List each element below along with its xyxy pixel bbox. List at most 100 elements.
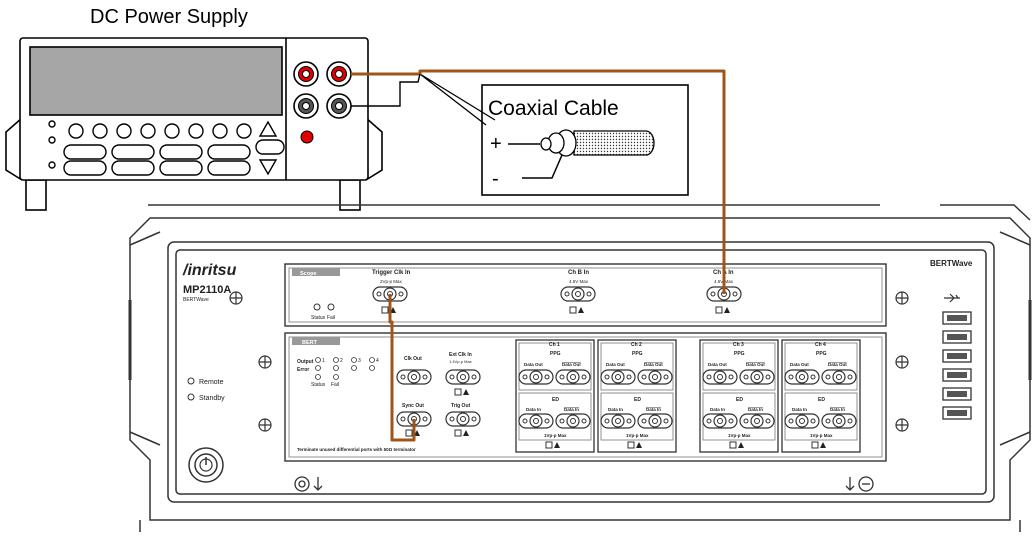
scope-fail-label: Fail — [327, 315, 335, 321]
channel-num-3: 3 — [358, 358, 361, 364]
warning-box-icon — [812, 442, 818, 448]
data-in-bar-connector-icon — [556, 414, 590, 428]
rear-slot-inner — [947, 315, 967, 321]
model-name: MP2110A — [183, 284, 231, 296]
data-in-label: Data In — [710, 407, 725, 412]
trig-out-label: Trig Out — [451, 403, 471, 409]
rear-slot-inner — [947, 353, 967, 359]
ext-clk-sub: 1.4Vp-p Max — [449, 359, 472, 364]
rear-slot-inner — [947, 372, 967, 378]
warning-box-icon — [730, 442, 736, 448]
usb-and-slots — [943, 294, 971, 419]
channel-title: Ch 2 — [631, 342, 642, 348]
trigger-clk-label: Trigger Clk In — [372, 270, 411, 276]
ppg-label: PPG — [734, 351, 745, 357]
coaxial-cable-label: Coaxial Cable — [488, 97, 619, 120]
chb-sub: 4.5V Max — [569, 279, 589, 284]
data-out-connector-icon — [703, 370, 737, 384]
channel-title: Ch 1 — [549, 342, 560, 348]
warning-box-icon — [628, 442, 634, 448]
clk-out-label: Clk Out — [404, 356, 422, 362]
data-out-bar-label: Data Out — [644, 362, 663, 367]
data-in-label: Data In — [526, 407, 541, 412]
ext-clk-connector-icon — [446, 370, 480, 384]
data-out-bar-label: Data Out — [562, 362, 581, 367]
standby-label: Standby — [199, 395, 225, 402]
ed-label: ED — [818, 397, 825, 403]
coaxial-cable-callout: Coaxial Cable + - — [420, 74, 688, 195]
data-in-connector-icon — [785, 414, 819, 428]
clk-out-connector-icon — [397, 370, 431, 384]
rear-slot-inner — [947, 334, 967, 340]
screw-icon — [896, 419, 908, 431]
data-in-bar-connector-icon — [638, 414, 672, 428]
data-out-bar-label: Data Out — [746, 362, 765, 367]
data-out-label: Data Out — [708, 362, 727, 367]
bert-fail-label: Fail — [331, 382, 339, 388]
rear-slot-inner — [947, 391, 967, 397]
model-sub: BERTWave — [183, 297, 209, 303]
bert-status-label: Status — [311, 382, 326, 388]
data-in-connector-icon — [703, 414, 737, 428]
scope-label: Scope — [300, 271, 317, 277]
sync-out-label: Sync Out — [402, 403, 424, 409]
data-in-label: Data In — [608, 407, 623, 412]
data-out-bar-label: Data Out — [828, 362, 847, 367]
data-out-label: Data Out — [524, 362, 543, 367]
ppg-label: PPG — [550, 351, 561, 357]
vpp-label: 1Vp-p Max — [544, 433, 567, 438]
error-label: Error — [297, 367, 309, 373]
chb-label: Ch B In — [568, 270, 589, 276]
data-in-label: Data In — [792, 407, 807, 412]
screw-icon — [259, 356, 271, 368]
ed-label: ED — [634, 397, 641, 403]
ed-label: ED — [552, 397, 559, 403]
plus-sign: + — [490, 133, 502, 155]
remote-label: Remote — [199, 379, 224, 386]
ppg-label: PPG — [632, 351, 643, 357]
data-out-bar-connector-icon — [740, 370, 774, 384]
trig-out-connector-icon — [446, 412, 480, 426]
data-in-bar-connector-icon — [822, 414, 856, 428]
channel-num-4: 4 — [376, 358, 379, 364]
data-in-bar-label: Data In — [830, 407, 845, 412]
data-in-bar-label: Data In — [564, 407, 579, 412]
data-in-connector-icon — [519, 414, 553, 428]
channel-num-2: 2 — [340, 358, 343, 364]
bert-module: BERT Output Error 1 2 3 4 Status Fail Cl… — [285, 333, 886, 461]
vpp-label: 1Vp-p Max — [810, 433, 833, 438]
minus-sign: - — [492, 168, 499, 190]
data-out-connector-icon — [785, 370, 819, 384]
screw-icon — [259, 419, 271, 431]
warning-box-icon — [546, 442, 552, 448]
vpp-label: 1Vp-p Max — [626, 433, 649, 438]
vpp-label: 1Vp-p Max — [728, 433, 751, 438]
channel-title: Ch 3 — [733, 342, 744, 348]
scope-status-label: Status — [311, 315, 326, 321]
ext-clk-label: Ext Clk In — [449, 352, 472, 358]
data-in-bar-connector-icon — [740, 414, 774, 428]
screw-icon — [896, 356, 908, 368]
ed-label: ED — [736, 397, 743, 403]
channel-num-1: 1 — [322, 358, 325, 364]
channel-title: Ch 4 — [815, 342, 826, 348]
data-out-label: Data Out — [606, 362, 625, 367]
data-out-connector-icon — [601, 370, 635, 384]
bert-label: BERT — [302, 340, 318, 346]
brand-logo: /inritsu — [182, 262, 237, 279]
right-brand: BERTWave — [930, 259, 973, 268]
data-out-bar-connector-icon — [822, 370, 856, 384]
output-label: Output — [297, 359, 314, 365]
screw-icon — [230, 292, 242, 304]
terminate-note: Terminate unused differential ports with… — [297, 447, 416, 452]
ppg-label: PPG — [816, 351, 827, 357]
data-out-connector-icon — [519, 370, 553, 384]
data-in-connector-icon — [601, 414, 635, 428]
data-out-bar-connector-icon — [638, 370, 672, 384]
scope-module: Scope Status Fail Trigger Clk In 2Vp-p M… — [285, 264, 886, 326]
data-in-bar-label: Data In — [748, 407, 763, 412]
trigger-clk-sub: 2Vp-p Max — [380, 279, 403, 284]
data-out-bar-connector-icon — [556, 370, 590, 384]
